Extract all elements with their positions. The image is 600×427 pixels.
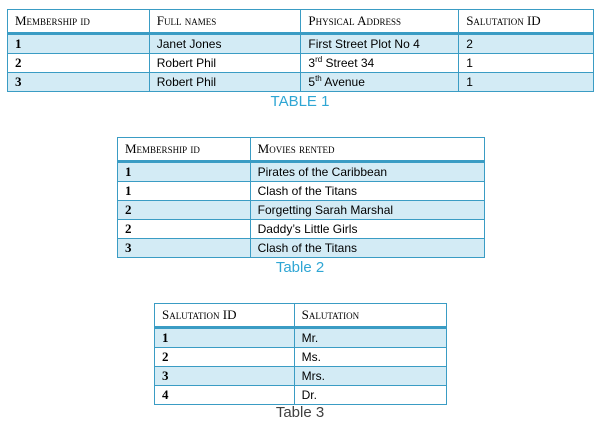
full-name-cell: Robert Phil [148, 53, 302, 73]
membership-id-cell: 1 [117, 181, 251, 201]
table-header-row: Salutation ID Salutation [154, 303, 448, 329]
table-header-row: Membership id Movies rented [117, 137, 486, 163]
movies-rented-table: Membership id Movies rented 1 Pirates of… [117, 137, 486, 258]
column-header: Salutation [293, 303, 448, 329]
address-ordinal: th [315, 74, 322, 83]
column-header: Salutation ID [154, 303, 295, 329]
membership-id-cell: 1 [117, 161, 251, 182]
column-header: Salutation ID [458, 9, 594, 35]
address-rest: Avenue [321, 75, 365, 89]
table-3-caption: Table 3 [275, 404, 325, 421]
column-header: Physical Address [300, 9, 460, 35]
membership-id-cell: 2 [7, 53, 150, 73]
address-text: 3 [308, 56, 316, 70]
movie-cell: Clash of the Titans [249, 181, 486, 201]
full-name-cell: Robert Phil [148, 72, 302, 92]
address-cell: First Street Plot No 4 [300, 33, 460, 54]
salutation-id-cell: 2 [154, 347, 295, 367]
membership-id-cell: 3 [7, 72, 150, 92]
salutation-cell: Mrs. [293, 366, 448, 386]
table-1-caption: TABLE 1 [270, 93, 330, 110]
salutation-id-cell: 1 [458, 53, 594, 73]
column-header: Full names [148, 9, 302, 35]
salutation-id-cell: 1 [458, 72, 594, 92]
table-row: 2 Robert Phil 3rd Street 34 1 [7, 53, 594, 73]
column-header: Membership id [7, 9, 150, 35]
salutation-id-cell: 4 [154, 385, 295, 405]
address-cell: 3rd Street 34 [300, 53, 460, 73]
table-row: 3 Mrs. [154, 366, 448, 386]
salutation-cell: Mr. [293, 327, 448, 348]
address-rest: Street 34 [322, 56, 375, 70]
salutation-cell: Dr. [293, 385, 448, 405]
table-row: 3 Clash of the Titans [117, 238, 486, 258]
table-row: 2 Forgetting Sarah Marshal [117, 200, 486, 220]
salutations-table: Salutation ID Salutation 1 Mr. 2 Ms. 3 M… [154, 303, 448, 405]
column-header: Movies rented [249, 137, 486, 163]
table-row: 2 Ms. [154, 347, 448, 367]
table-row: 1 Pirates of the Caribbean [117, 161, 486, 182]
movie-cell: Clash of the Titans [249, 238, 486, 258]
table-row: 4 Dr. [154, 385, 448, 405]
membership-id-cell: 2 [117, 200, 251, 220]
salutation-id-cell: 3 [154, 366, 295, 386]
membership-id-cell: 3 [117, 238, 251, 258]
movie-cell: Daddy’s Little Girls [249, 219, 486, 239]
movie-cell: Forgetting Sarah Marshal [249, 200, 486, 220]
salutation-id-cell: 2 [458, 33, 594, 54]
table-header-row: Membership id Full names Physical Addres… [7, 9, 594, 35]
movie-cell: Pirates of the Caribbean [249, 161, 486, 182]
membership-id-cell: 1 [7, 33, 150, 54]
members-table: Membership id Full names Physical Addres… [7, 9, 594, 92]
table-row: 3 Robert Phil 5th Avenue 1 [7, 72, 594, 92]
salutation-id-cell: 1 [154, 327, 295, 348]
address-cell: 5th Avenue [300, 72, 460, 92]
salutation-cell: Ms. [293, 347, 448, 367]
address-text: First Street Plot No 4 [308, 37, 420, 51]
table-row: 1 Janet Jones First Street Plot No 4 2 [7, 33, 594, 54]
table-row: 1 Mr. [154, 327, 448, 348]
address-text: 5 [308, 75, 316, 89]
membership-id-cell: 2 [117, 219, 251, 239]
column-header: Membership id [117, 137, 251, 163]
full-name-cell: Janet Jones [148, 33, 302, 54]
address-ordinal: rd [315, 55, 323, 64]
table-2-caption: Table 2 [275, 259, 325, 276]
table-row: 2 Daddy’s Little Girls [117, 219, 486, 239]
table-row: 1 Clash of the Titans [117, 181, 486, 201]
